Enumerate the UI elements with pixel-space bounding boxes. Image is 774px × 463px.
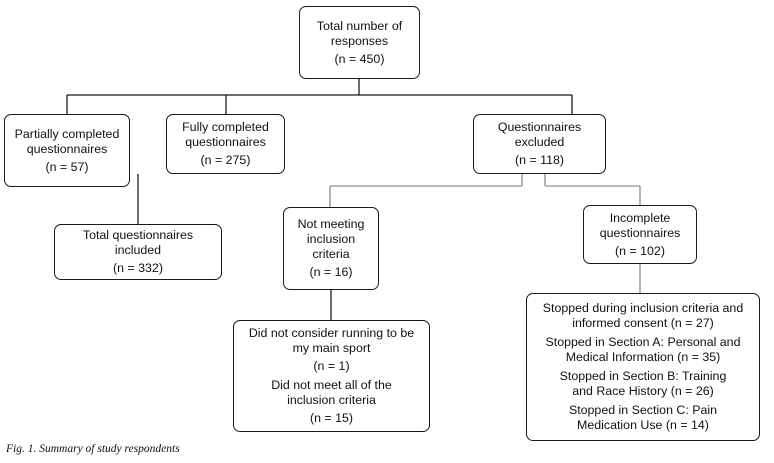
not-meeting-criteria-box: Not meeting inclusion criteria (n = 16) [283,207,379,290]
total-included-label: Total questionnaires included [82,228,194,257]
incomplete-questionnaires-box: Incomplete questionnaires (n = 102) [583,205,697,264]
total-included-count: (n = 332) [113,261,163,275]
incomplete-reason-item: Stopped in Section B: Training and Race … [559,369,727,398]
fully-completed-box: Fully completed questionnaires (n = 275) [166,114,285,174]
figure-caption: Fig. 1. Summary of study respondents [6,443,180,455]
not-meeting-criteria-label: Not meeting inclusion criteria [297,217,365,261]
questionnaires-excluded-label: Questionnaires excluded [497,120,582,149]
total-included-box: Total questionnaires included (n = 332) [54,224,222,280]
partially-completed-label: Partially completed questionnaires [14,126,120,156]
incomplete-questionnaires-count: (n = 102) [615,243,665,258]
incomplete-reasons-box: Stopped during inclusion criteria and in… [526,293,760,441]
questionnaires-excluded-count: (n = 118) [514,153,565,167]
reason-count: (n = 15) [309,411,354,425]
incomplete-questionnaires-label: Incomplete questionnaires [599,210,681,240]
incomplete-reason-item: Stopped in Section A: Personal and Medic… [545,335,741,364]
partially-completed-box: Partially completed questionnaires (n = … [4,114,130,187]
incomplete-reason-item: Stopped during inclusion criteria and in… [542,301,744,330]
total-responses-count: (n = 450) [334,51,385,66]
reason-count: (n = 1) [313,359,350,373]
fully-completed-label: Fully completed questionnaires [182,120,269,149]
total-responses-box: Total number of responses (n = 450) [299,6,420,79]
questionnaires-excluded-box: Questionnaires excluded (n = 118) [473,114,606,174]
reason-item: Did not meet all of the inclusion criter… [271,378,392,407]
figure-caption-prefix: Fig. 1. [6,443,37,455]
figure-caption-text: Summary of study respondents [39,443,180,455]
not-meeting-criteria-count: (n = 16) [309,265,353,279]
not-meeting-reasons-box: Did not consider running to be my main s… [233,320,430,432]
total-responses-label: Total number of responses [316,18,403,48]
partially-completed-count: (n = 57) [45,159,89,174]
incomplete-reason-item: Stopped in Section C: Pain Medication Us… [568,403,718,432]
fully-completed-count: (n = 275) [200,153,251,167]
reason-item: Did not consider running to be my main s… [248,326,415,355]
